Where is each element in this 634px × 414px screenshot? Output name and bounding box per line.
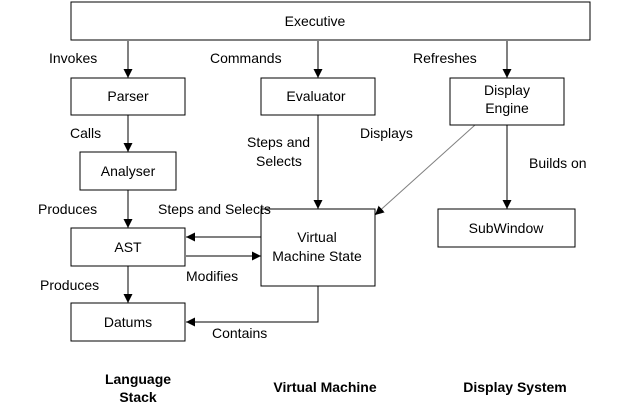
edge-display-engine-vm-state [374, 124, 476, 216]
node-vm-state: Virtual Machine State [260, 208, 376, 287]
node-subwindow: SubWindow [437, 208, 576, 248]
node-vm-state-label-line1: Virtual [297, 229, 336, 245]
column-label-language-stack-line2: Stack [119, 389, 157, 405]
node-ast: AST [70, 227, 186, 267]
node-executive: Executive [70, 1, 591, 41]
edge-label-contains: Contains [212, 325, 267, 341]
node-display-engine-label-line2: Engine [485, 100, 529, 116]
node-display-engine-label-line1: Display [484, 82, 530, 98]
edge-label-produces-1: Produces [38, 201, 97, 217]
node-parser-label: Parser [107, 88, 149, 104]
node-analyser-label: Analyser [101, 163, 156, 179]
edge-label-modifies: Modifies [186, 268, 238, 284]
node-vm-state-label-line2: Machine State [272, 248, 362, 264]
edge-label-invokes: Invokes [49, 50, 97, 66]
node-evaluator-label: Evaluator [286, 88, 345, 104]
node-parser: Parser [70, 77, 186, 116]
column-label-language-stack-line1: Language [105, 371, 171, 387]
edge-label-builds-on: Builds on [529, 155, 587, 171]
edge-label-steps-and-selects: Steps and Selects [158, 201, 271, 217]
node-display-engine: Display Engine [449, 77, 565, 126]
node-executive-label: Executive [285, 13, 346, 29]
edge-label-steps-selects-line1: Steps and [247, 134, 310, 150]
column-label-display-system: Display System [463, 379, 567, 395]
node-datums-label: Datums [104, 314, 152, 330]
node-analyser: Analyser [79, 151, 177, 191]
edge-label-commands: Commands [210, 50, 282, 66]
edge-vm-state-datums [186, 286, 319, 327]
node-datums: Datums [70, 302, 186, 342]
node-subwindow-label: SubWindow [469, 220, 545, 236]
column-label-virtual-machine: Virtual Machine [273, 379, 376, 395]
edge-label-produces-2: Produces [40, 277, 99, 293]
edge-label-steps-selects-line2: Selects [256, 153, 302, 169]
node-ast-label: AST [114, 239, 142, 255]
edge-label-displays: Displays [360, 125, 413, 141]
node-evaluator: Evaluator [260, 77, 376, 116]
edge-label-refreshes: Refreshes [413, 50, 477, 66]
edge-label-calls: Calls [70, 125, 101, 141]
